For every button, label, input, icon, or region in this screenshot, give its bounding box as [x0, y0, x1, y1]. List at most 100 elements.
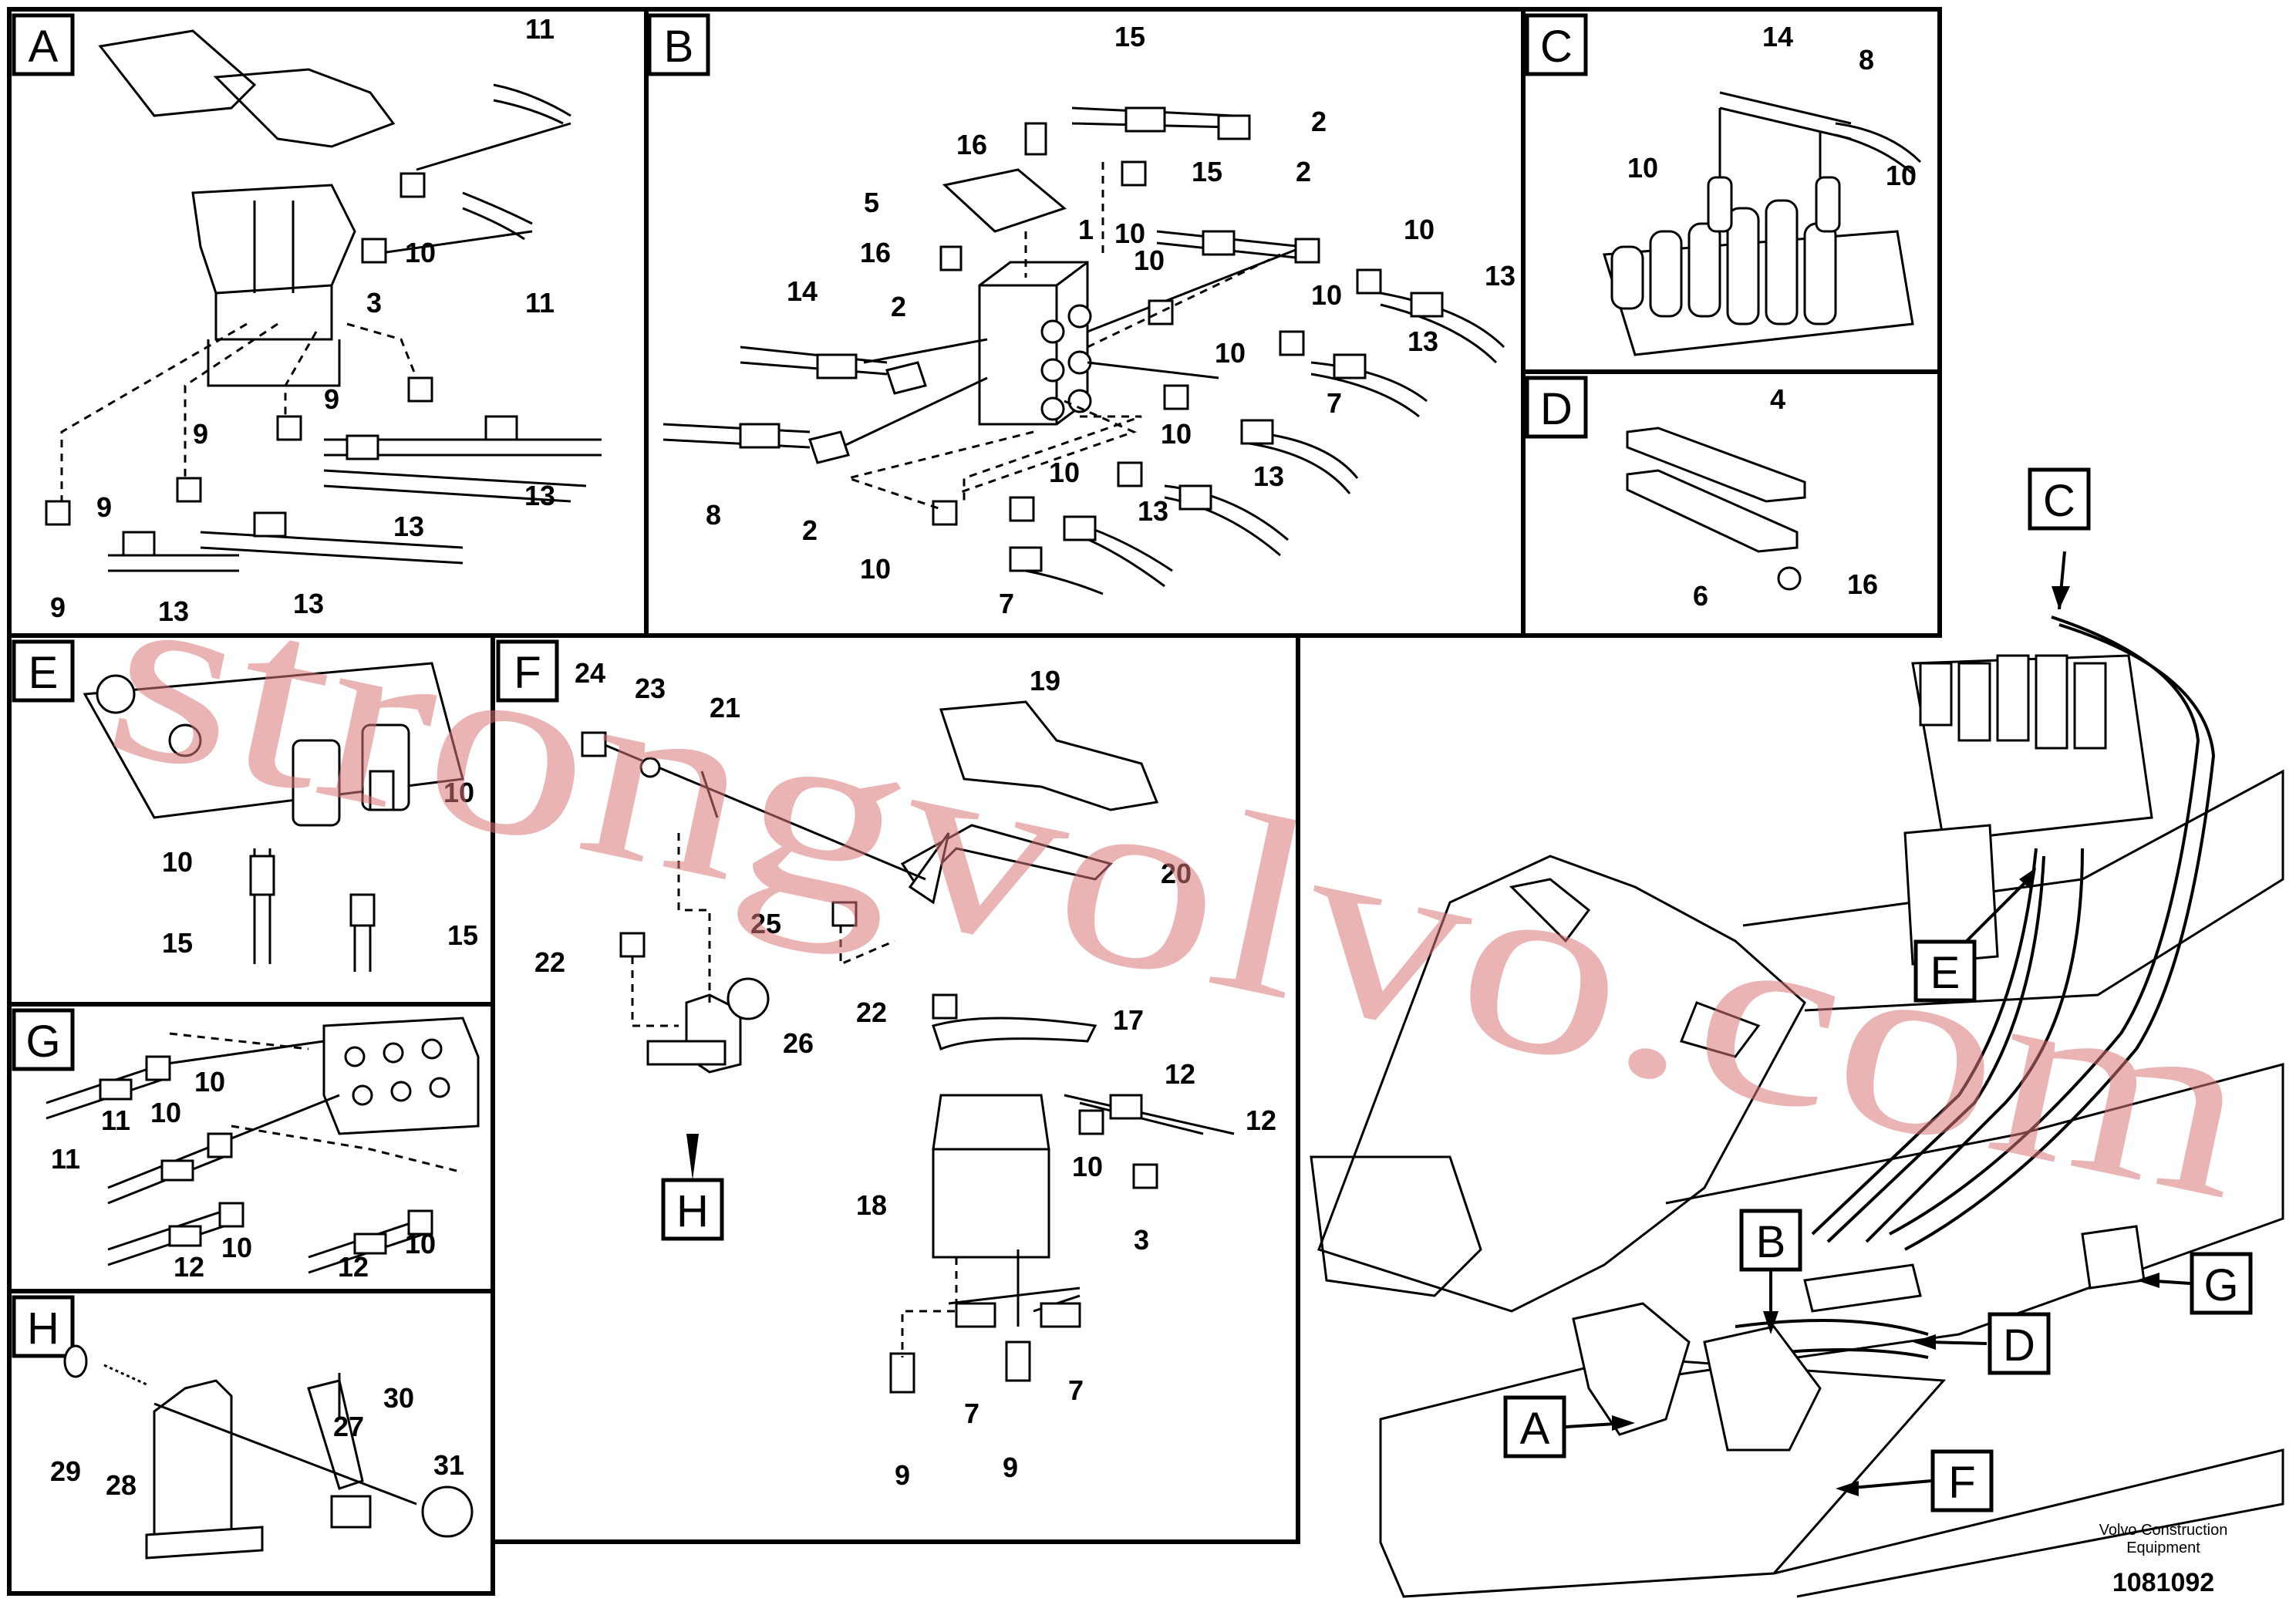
- panel-e-label: 15: [447, 919, 478, 951]
- footer: Volvo Construction Equipment 1081092: [2099, 1522, 2228, 1597]
- panel-b-label: 13: [1408, 325, 1438, 357]
- panel-b-label: 10: [1114, 218, 1145, 249]
- panel-c-letter-box: [1525, 13, 1588, 76]
- callout-d-letter: D: [2003, 1320, 2035, 1371]
- panel-g-letter-box: [12, 1008, 75, 1071]
- panel-f-label: 17: [1113, 1004, 1144, 1036]
- panel-a-label: 3: [366, 287, 382, 319]
- panel-b-label: 8: [706, 499, 721, 531]
- labels-d: 4 6 16: [1693, 383, 1878, 612]
- panel-h-letter: H: [27, 1303, 59, 1354]
- fittings-g: [99, 1055, 433, 1255]
- callout-d-leader: [1927, 1340, 1988, 1345]
- panel-b-label: 13: [1253, 460, 1284, 492]
- panel-c: C 14 8 10 10: [1525, 13, 1922, 356]
- control-valve-overview: [1903, 654, 2153, 966]
- panel-c-label: 8: [1859, 44, 1874, 76]
- panel-f-label: 12: [1165, 1058, 1195, 1090]
- labels-e: 10 10 15 15: [162, 777, 478, 959]
- panel-b-label: 10: [1161, 418, 1192, 450]
- panel-f-label: 10: [1072, 1151, 1103, 1182]
- panel-g-label: 11: [51, 1143, 80, 1175]
- panel-a-label: 9: [96, 491, 112, 523]
- callout-g-letter: G: [2203, 1260, 2238, 1310]
- dashed-leaders-f: [631, 833, 958, 1357]
- panel-g-label: 12: [174, 1251, 204, 1283]
- valve-block-b: [939, 122, 1092, 426]
- panel-f-callout-h: H: [676, 1186, 709, 1236]
- panel-f-label: 23: [635, 673, 666, 704]
- panel-b-label: 10: [860, 553, 891, 585]
- panel-e-label: 15: [162, 927, 193, 959]
- panel-b-label: 15: [1114, 21, 1145, 52]
- panel-e-letter: E: [29, 648, 59, 698]
- panel-f: F: [496, 639, 1276, 1491]
- fittings-a: [45, 172, 518, 557]
- panel-f-label: 19: [1030, 665, 1060, 696]
- valve-detail-e: [83, 662, 464, 827]
- pilot-assembly-overview: [1572, 1225, 2146, 1452]
- panel-a-label: 13: [158, 595, 189, 627]
- panel-b-label: 13: [1138, 495, 1168, 527]
- panel-b-letter: B: [664, 22, 694, 72]
- panel-b-label: 10: [1049, 457, 1080, 488]
- panel-g-label: 12: [338, 1251, 369, 1283]
- panel-g-label: 11: [101, 1104, 130, 1136]
- callout-c-letter: C: [2043, 476, 2075, 526]
- panel-e: E 10 10 15 15: [12, 639, 478, 972]
- panel-d-label: 6: [1693, 580, 1708, 612]
- drawing-number: 1081092: [2112, 1568, 2214, 1597]
- panel-a-label: 11: [525, 287, 555, 319]
- panel-g-label: 10: [405, 1228, 436, 1259]
- callout-b-letter: B: [1756, 1217, 1786, 1267]
- labels-f: 24 23 21 19 20 25 22 17 22 26 12 12 10 1…: [534, 657, 1276, 1491]
- callout-g: G: [2136, 1252, 2253, 1315]
- panel-g-letter: G: [25, 1017, 60, 1067]
- panel-f-label: 7: [1068, 1374, 1084, 1406]
- panel-c-letter: C: [1540, 22, 1573, 72]
- panel-b-label: 2: [802, 514, 818, 546]
- panel-h-label: 28: [106, 1469, 137, 1501]
- panel-b-label: 13: [1485, 260, 1515, 292]
- callout-a: A: [1503, 1395, 1635, 1458]
- control-valve-drawing-c: [1603, 176, 1914, 356]
- panel-f-label: 18: [856, 1189, 887, 1221]
- panel-f-label: 9: [1003, 1452, 1018, 1483]
- panel-a-label: 9: [193, 418, 208, 450]
- panel-b-label: 16: [956, 129, 987, 160]
- panel-a-letter-box: [12, 13, 75, 76]
- labels-b: 15 2 16 15 2 5 10 1 10 16 10 14 2 10 13 …: [706, 21, 1515, 619]
- callout-b: B: [1739, 1209, 1802, 1334]
- panel-b: B: [647, 13, 1515, 619]
- callout-c-box: [2028, 467, 2091, 531]
- callout-c: C: [2028, 467, 2091, 610]
- panel-f-label: 7: [964, 1398, 979, 1429]
- panel-b-label: 14: [787, 275, 818, 307]
- panel-d: D 4 6 16: [1525, 376, 1878, 612]
- fittings-e: [249, 770, 395, 927]
- hose-routing-overview: [1735, 615, 2216, 1359]
- labels-c: 14 8 10 10: [1627, 21, 1917, 191]
- panel-g-label: 10: [150, 1097, 181, 1128]
- panel-a-label: 9: [324, 383, 339, 415]
- company-name-line2: Equipment: [2126, 1539, 2200, 1556]
- lock-drawing-h: [63, 1344, 474, 1560]
- panel-f-label: 12: [1246, 1104, 1276, 1136]
- fittings-f: [581, 731, 1158, 1394]
- bracket-drawing-d: [1626, 427, 1806, 591]
- callout-f-letter: F: [1948, 1458, 1975, 1508]
- panel-h: H 30 27 31 29 28: [12, 1295, 474, 1560]
- panel-a-label: 13: [293, 588, 324, 619]
- callout-e: E: [1913, 868, 2036, 1003]
- panel-b-label: 16: [860, 237, 891, 268]
- hoses-c: [1718, 91, 1922, 177]
- panel-c-label: 10: [1886, 160, 1917, 191]
- callout-e-leader: [1965, 878, 2030, 943]
- panel-b-label: 10: [1404, 214, 1435, 245]
- panel-b-label: 5: [864, 187, 879, 218]
- panel-a-label: 13: [393, 511, 424, 542]
- panel-h-label: 30: [383, 1382, 414, 1414]
- callout-g-box: [2190, 1252, 2253, 1315]
- panel-b-label: 7: [999, 588, 1014, 619]
